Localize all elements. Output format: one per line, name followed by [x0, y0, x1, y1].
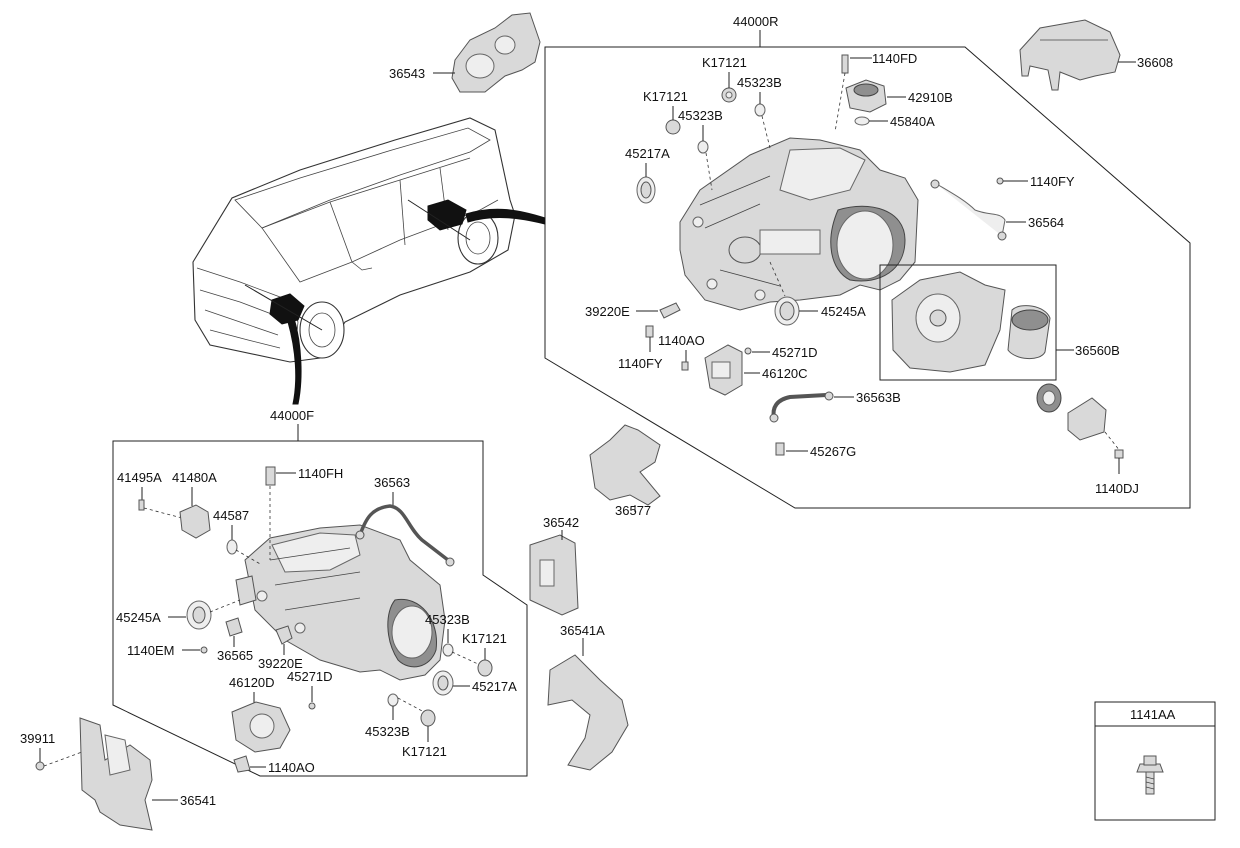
bolt-1140AO-front — [233, 755, 251, 773]
transmission-housing-icon — [679, 137, 919, 311]
label-45245A-rear: 45245A — [821, 304, 866, 319]
label-1140AO-rear: 1140AO — [658, 333, 705, 348]
rear-part-labels: K17121 45323B K17121 45323B 45217A 1140F… — [585, 51, 1075, 459]
label-36564: 36564 — [1028, 215, 1064, 230]
detail-box-group: 1141AA — [1094, 701, 1216, 821]
label-39220E-rear: 39220E — [585, 304, 630, 319]
part-36543: 36543 — [389, 12, 541, 93]
part-36577: 36577 — [589, 424, 661, 518]
label-36608: 36608 — [1137, 55, 1173, 70]
front-part-labels: 41495A 41480A 44587 1140FH 36563 45245A … — [116, 466, 517, 775]
label-1140FY-a: 1140FY — [1030, 174, 1075, 189]
bolt-1140FY-upper — [996, 177, 1004, 185]
label-1140AO-front: 1140AO — [268, 760, 315, 775]
cap-K17121-upper — [721, 87, 737, 103]
sensor-36565 — [225, 617, 243, 637]
label-45271D-front: 45271D — [287, 669, 333, 684]
label-1140EM: 1140EM — [127, 643, 174, 658]
label-K17121-d: K17121 — [402, 744, 447, 759]
plug-45271D-rear — [744, 347, 752, 355]
label-42910B: 42910B — [908, 90, 953, 105]
bolt-39911 — [35, 761, 45, 771]
label-45217A-rear: 45217A — [625, 146, 670, 161]
label-45323B-d: 45323B — [365, 724, 410, 739]
label-41480A: 41480A — [172, 470, 217, 485]
label-36541A: 36541A — [560, 623, 605, 638]
label-1140FH: 1140FH — [298, 466, 343, 481]
label-45323B-b: 45323B — [678, 108, 723, 123]
label-36565: 36565 — [217, 648, 253, 663]
actuator-41480A — [179, 504, 211, 539]
pipe-36564 — [934, 182, 1006, 237]
label-36543: 36543 — [389, 66, 425, 81]
washer-45323B-lower — [697, 140, 709, 154]
label-44587: 44587 — [213, 508, 249, 523]
part-36542: 36542 — [529, 515, 579, 616]
front-assembly-group: 44000F — [112, 408, 528, 777]
bolt-45267G — [775, 442, 785, 456]
label-45217A-front: 45217A — [472, 679, 517, 694]
front-assembly-frame — [112, 440, 528, 777]
sensor-39220E-front — [275, 625, 293, 645]
bolt-1140FD — [841, 54, 849, 74]
label-45323B-c: 45323B — [425, 612, 470, 627]
subassembly-36560B-frame — [879, 264, 1057, 381]
label-45267G: 45267G — [810, 444, 856, 459]
rear-assembly-label: 44000R — [733, 14, 779, 29]
label-1140DJ: 1140DJ — [1095, 481, 1139, 496]
label-1140FD: 1140FD — [872, 51, 917, 66]
oring-45840A — [854, 116, 870, 126]
bolt-1140FH — [265, 466, 276, 486]
label-36560B: 36560B — [1075, 343, 1120, 358]
washer-45323B-upper — [754, 103, 766, 117]
bolt-1140FY-lower — [645, 325, 654, 338]
label-36541: 36541 — [180, 793, 216, 808]
label-K17121-c: K17121 — [462, 631, 507, 646]
label-36577: 36577 — [615, 503, 651, 518]
part-36608: 36608 — [1019, 19, 1173, 91]
sensor-39220E-rear — [659, 302, 681, 319]
bolt-icon — [1136, 755, 1164, 795]
label-46120C: 46120C — [762, 366, 808, 381]
front-housing — [235, 524, 446, 681]
label-36563: 36563 — [374, 475, 410, 490]
part-36541A: 36541A — [547, 623, 629, 771]
label-1140FY-b: 1140FY — [618, 356, 663, 371]
label-45245A-front: 45245A — [116, 610, 161, 625]
label-45840A: 45840A — [890, 114, 935, 129]
rear-assembly-frame — [544, 46, 1191, 509]
label-39911: 39911 — [20, 731, 55, 746]
label-41495A: 41495A — [117, 470, 162, 485]
label-45323B-a: 45323B — [737, 75, 782, 90]
part-cover-rear: 1140DJ — [1036, 383, 1139, 496]
pipe-36563 — [358, 504, 450, 562]
pipe-36563B — [771, 393, 827, 419]
front-assembly-label: 44000F — [270, 408, 314, 423]
part-36541: 39911 36541 — [20, 717, 216, 831]
label-K17121-b: K17121 — [643, 89, 688, 104]
label-36563B: 36563B — [856, 390, 901, 405]
label-36542: 36542 — [543, 515, 579, 530]
label-K17121-a: K17121 — [702, 55, 747, 70]
label-39220E-front: 39220E — [258, 656, 303, 671]
label-46120D: 46120D — [229, 675, 275, 690]
detail-box-label: 1141AA — [1130, 707, 1176, 722]
part-36560B-group: 36560B — [879, 264, 1120, 381]
rear-assembly-group: 44000R — [544, 14, 1191, 509]
vehicle-illustration-icon — [192, 117, 546, 405]
detail-box-frame — [1094, 701, 1216, 821]
label-45271D-rear: 45271D — [772, 345, 818, 360]
